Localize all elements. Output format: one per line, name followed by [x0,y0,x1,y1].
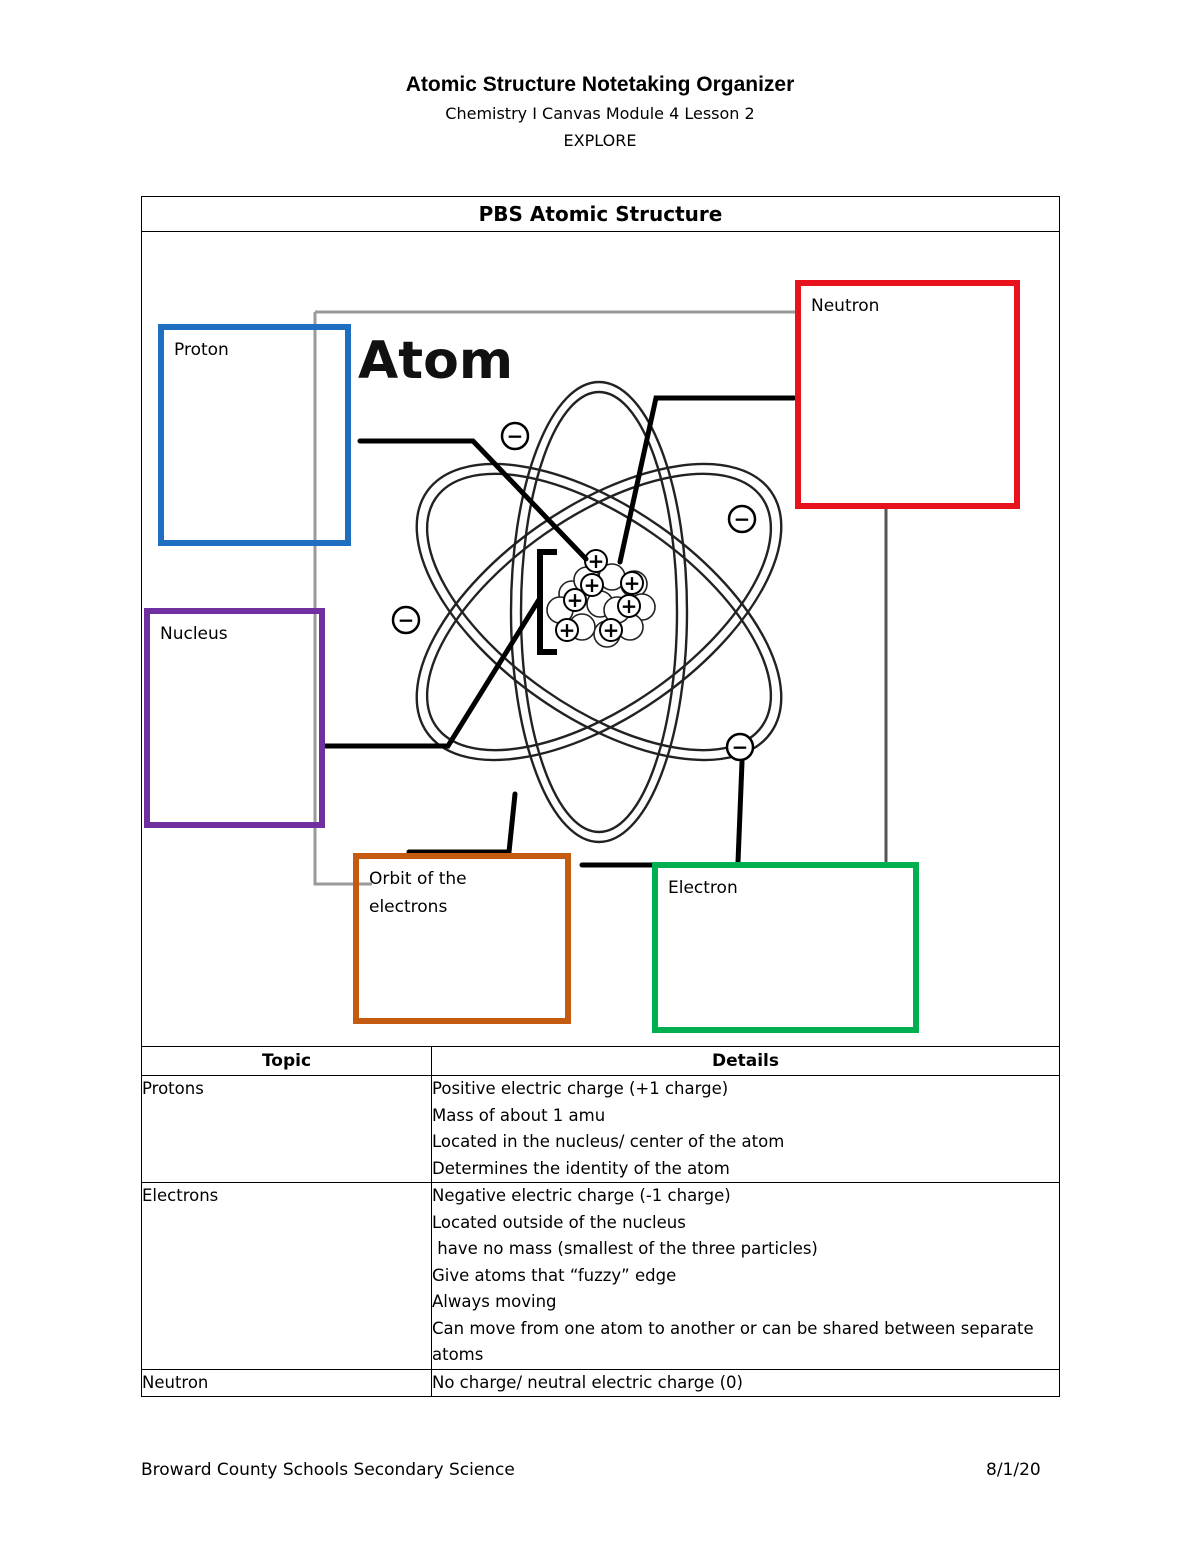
proton-pointer [360,441,586,559]
detail-line: Determines the identity of the atom [432,1156,1059,1183]
detail-line: No charge/ neutral electric charge (0) [432,1370,1059,1397]
neutron-pointer [620,398,794,562]
electron-pointer [738,762,742,862]
page-title: Atomic Structure Notetaking Organizer [0,70,1200,100]
detail-line: Located in the nucleus/ center of the at… [432,1129,1059,1156]
detail-line: Negative electric charge (-1 charge) [432,1183,1059,1210]
atom-diagram-cell: Atom + [142,232,1060,1047]
svg-text:−: − [507,424,524,448]
detail-line: Mass of about 1 amu [432,1103,1059,1130]
detail-line: Can move from one atom to another or can… [432,1316,1059,1369]
neutron-box-label: Neutron [811,292,879,320]
topic-cell: Protons [142,1076,432,1183]
svg-text:−: − [732,735,749,759]
svg-text:+: + [584,573,601,597]
detail-line: have no mass (smallest of the three part… [432,1236,1059,1263]
proton-answer-box[interactable]: Proton [158,324,351,546]
topic-cell: Neutron [142,1369,432,1397]
organizer-table: PBS Atomic Structure Atom [141,196,1060,1397]
svg-text:+: + [559,618,576,642]
proton-box-label: Proton [174,336,229,364]
svg-text:+: + [588,549,605,573]
svg-text:+: + [603,618,620,642]
orbit-answer-box[interactable]: Orbit of the electrons [353,853,571,1024]
nucleus-answer-box[interactable]: Nucleus [144,608,325,828]
nucleus-box-label: Nucleus [160,620,228,648]
nucleus-pointer [325,598,540,746]
detail-line: Located outside of the nucleus [432,1210,1059,1237]
details-column-header: Details [432,1047,1060,1076]
section-title: PBS Atomic Structure [142,197,1060,232]
svg-text:+: + [621,594,638,618]
neutron-answer-box[interactable]: Neutron [795,280,1020,509]
svg-text:+: + [624,571,641,595]
topic-column-header: Topic [142,1047,432,1076]
atom-title: Atom [358,331,513,391]
page-subtitle: Chemistry I Canvas Module 4 Lesson 2 [0,100,1200,127]
table-row: Electrons Negative electric charge (-1 c… [142,1183,1060,1370]
detail-line: Always moving [432,1289,1059,1316]
footer-organization: Broward County Schools Secondary Science [141,1458,515,1482]
electron-answer-box[interactable]: Electron [652,862,919,1033]
details-cell: Negative electric charge (-1 charge) Loc… [432,1183,1060,1370]
svg-text:−: − [734,507,751,531]
lesson-phase: EXPLORE [0,127,1200,154]
footer-date: 8/1/20 [986,1458,1041,1482]
detail-line: Positive electric charge (+1 charge) [432,1076,1059,1103]
table-row: Protons Positive electric charge (+1 cha… [142,1076,1060,1183]
topic-cell: Electrons [142,1183,432,1370]
details-cell: No charge/ neutral electric charge (0) [432,1369,1060,1397]
details-cell: Positive electric charge (+1 charge) Mas… [432,1076,1060,1183]
orbit-pointer [409,794,515,852]
orbit-box-label: Orbit of the electrons [369,865,519,921]
svg-text:−: − [398,608,415,632]
electron-box-label: Electron [668,874,738,902]
svg-text:+: + [567,588,584,612]
table-row: Neutron No charge/ neutral electric char… [142,1369,1060,1397]
page-header: Atomic Structure Notetaking Organizer Ch… [0,70,1200,154]
detail-line: Give atoms that “fuzzy” edge [432,1263,1059,1290]
